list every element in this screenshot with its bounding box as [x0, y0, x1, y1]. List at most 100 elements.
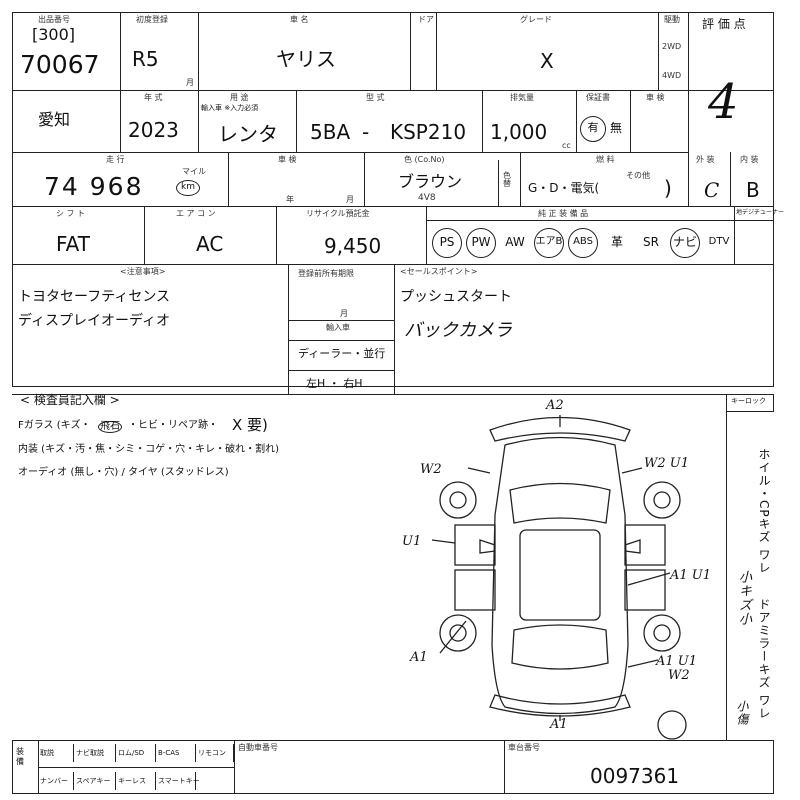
mark-left-rear: A1: [409, 650, 428, 665]
equipment-item: DTV: [708, 236, 730, 247]
mileage-unit-km: km: [176, 180, 200, 196]
recycle-label: リサイクル預託金: [306, 209, 370, 218]
inspector-title: < 検査員記入欄 >: [20, 393, 120, 407]
rear-window: [511, 624, 609, 670]
interior-label: 内 装: [740, 155, 759, 164]
equipment-item: エアB: [534, 228, 564, 258]
sales-label: <セールスポイント>: [400, 267, 478, 276]
interior-damage-line: 内装 (キズ・汚・焦・シミ・コゲ・穴・キレ・破れ・割れ): [18, 444, 279, 455]
lot-number: 70067: [20, 50, 100, 79]
mirror-note: ドアミラーキズ ワレ: [757, 598, 771, 720]
footer-equip-item: リモコン: [198, 744, 234, 762]
warranty-yes: 有: [580, 116, 606, 142]
steering-option: 左H ・ 右H: [306, 377, 363, 390]
car-name-label: 車 名: [290, 15, 309, 24]
wheel-front-left: [439, 481, 477, 519]
grade-value: X: [540, 49, 554, 73]
left-rear-door: [454, 569, 496, 611]
fuel-other: その他: [626, 171, 650, 180]
year-value: 2023: [128, 118, 179, 142]
footer-equip-item: ナンバー: [40, 772, 74, 790]
footer-equip-item: キーレス: [118, 772, 156, 790]
footer-equip-item: スペアキー: [76, 772, 116, 790]
displacement-label: 排気量: [510, 93, 534, 102]
mileage-unit-mile: マイル: [182, 167, 206, 176]
model-dash: -: [362, 120, 370, 144]
mark-front: A2: [545, 398, 564, 413]
footer-frame: [12, 740, 774, 794]
recycle-value: 9,450: [324, 234, 382, 258]
color-label: 色 (Co.No): [404, 155, 445, 164]
first-reg-month-mark: 月: [186, 78, 194, 87]
chassis-label: 車台番号: [508, 743, 540, 752]
windshield: [509, 482, 611, 524]
equipment-item: PW: [466, 228, 496, 258]
first-reg-label: 初度登録: [136, 15, 168, 24]
shaken-year-mark: 年: [286, 195, 294, 204]
warranty-label: 保証書: [586, 93, 610, 102]
equipment-item: ABS: [568, 228, 598, 258]
front-bumper-shape: [489, 416, 631, 442]
ac-value: AC: [196, 232, 224, 256]
model-value: KSP210: [390, 120, 467, 144]
equipment-item: ナビ: [670, 228, 700, 258]
wheel-rear-right: [643, 614, 681, 652]
handwritten-side-note-2: 小傷: [735, 700, 749, 726]
mark-right-door: A1 U1: [669, 568, 711, 583]
shaken-label: 車 検: [646, 93, 665, 102]
warranty-no: 無: [610, 121, 623, 135]
exterior-label: 外 装: [696, 155, 715, 164]
region-value: 愛知: [38, 110, 71, 129]
equip-label: 装 備: [16, 747, 24, 766]
car-name-value: ヤリス: [276, 47, 336, 71]
body-outline: [491, 436, 629, 715]
grade-label: グレード: [520, 15, 552, 24]
digital-tv-label: 地デジチューナー: [736, 209, 785, 216]
record-label: 登録前所有期限: [298, 269, 354, 278]
right-rear-door: [624, 569, 666, 611]
mileage-label: 走 行: [106, 155, 125, 164]
handwritten-side-note: 小キズ小: [736, 570, 751, 626]
interior-value: B: [746, 178, 760, 202]
mileage-value: 74 968: [44, 172, 144, 201]
footer-equip-item: スマートキー: [158, 772, 200, 790]
mark-left-door: U1: [402, 534, 421, 549]
first-reg-value: R5: [132, 47, 159, 71]
caution-line-1: トヨタセーフティセンス: [18, 289, 171, 305]
chassis-value: 0097361: [590, 764, 680, 788]
caution-label: <注意事項>: [120, 267, 166, 276]
score-label: 評 価 点: [702, 17, 746, 31]
equipment-item: 革: [610, 235, 623, 249]
audio-tire-line: オーディオ (無し・穴) / タイヤ (スタッドレス): [18, 467, 229, 478]
shaken-label-row3: 車 検: [278, 155, 297, 164]
footer-equip-item: ロム/SD: [118, 744, 156, 762]
ac-label: エ ア コ ン: [176, 209, 216, 218]
glass-line-a: Fガラス (キズ・: [18, 420, 91, 431]
mark-right-rear-2: W2: [668, 668, 690, 683]
mark-rear: A1: [549, 717, 568, 732]
score-value: 4: [708, 74, 739, 130]
keyless-label: キーロック: [731, 397, 766, 405]
wheel-front-right: [643, 481, 681, 519]
usage-sub: 輸入車 ※入力必須: [201, 104, 259, 112]
lot-prefix: [300]: [32, 25, 76, 44]
wheel-cp-note: ホイル・CPキズ ワレ: [757, 448, 771, 575]
equipment-item: AW: [505, 235, 525, 249]
shaken-month-mark: 月: [346, 195, 354, 204]
footer-equip-item: 取説: [40, 744, 74, 762]
lot-label: 出品番号: [38, 15, 70, 24]
model-label: 型 式: [366, 93, 385, 102]
mark-right-rear: A1 U1: [655, 654, 697, 669]
right-front-door: [624, 524, 666, 566]
drive-4wd: 4WD: [662, 71, 682, 80]
record-month-mark: 月: [340, 309, 348, 318]
drive-2wd: 2WD: [662, 42, 682, 51]
glass-line-circled: 飛石: [98, 421, 122, 433]
displacement-unit: cc: [562, 141, 571, 150]
equipment-item: PS: [432, 228, 462, 258]
wheel-rear-left: [439, 614, 477, 652]
year-label: 年 式: [144, 93, 163, 102]
shift-value: FAT: [56, 232, 91, 256]
left-front-door: [454, 524, 496, 566]
